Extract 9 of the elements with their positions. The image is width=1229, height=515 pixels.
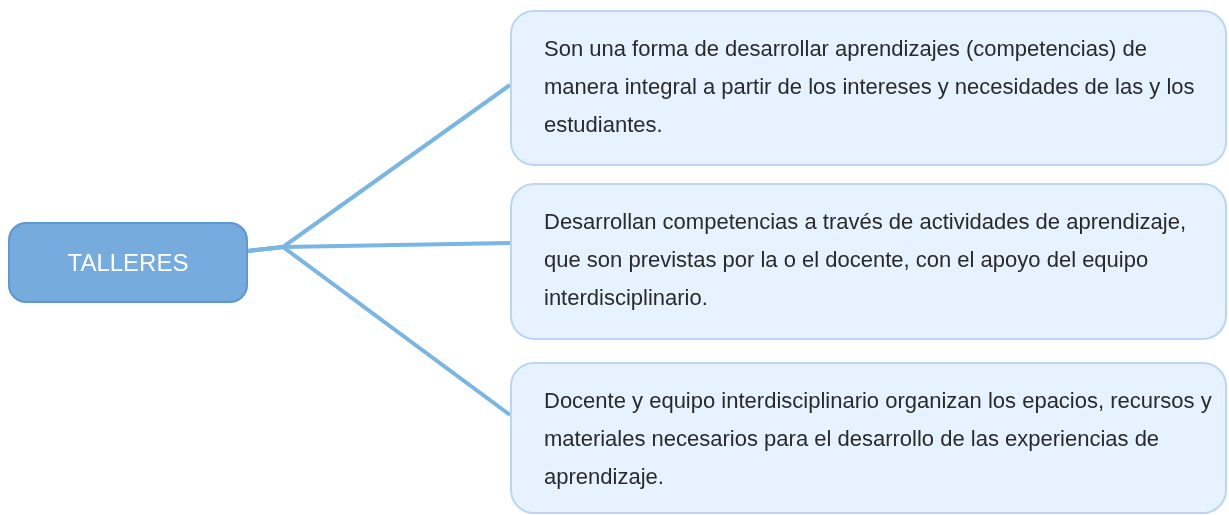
description-text: Son una forma de desarrollar aprendizajes (competencias) de manera integral a partir de los intereses y necesidades de las y los estudiantes. (544, 36, 1195, 137)
topic-title: TALLERES (67, 248, 189, 277)
description-text: Desarrollan competencias a través de actividades de aprendizaje, que son previstas por la o el docente, con el apoyo del equipo interdisciplinario. (544, 209, 1187, 310)
connector-line (247, 244, 512, 417)
description-box (510, 183, 1227, 340)
description-text: Docente y equipo interdisciplinario organizan los epacios, recursos y materiales necesarios para el desarrollo de las experiencias de aprendizaje. (544, 388, 1212, 489)
description-box (510, 362, 1227, 514)
topic-box (8, 222, 248, 303)
description-box (510, 10, 1227, 166)
